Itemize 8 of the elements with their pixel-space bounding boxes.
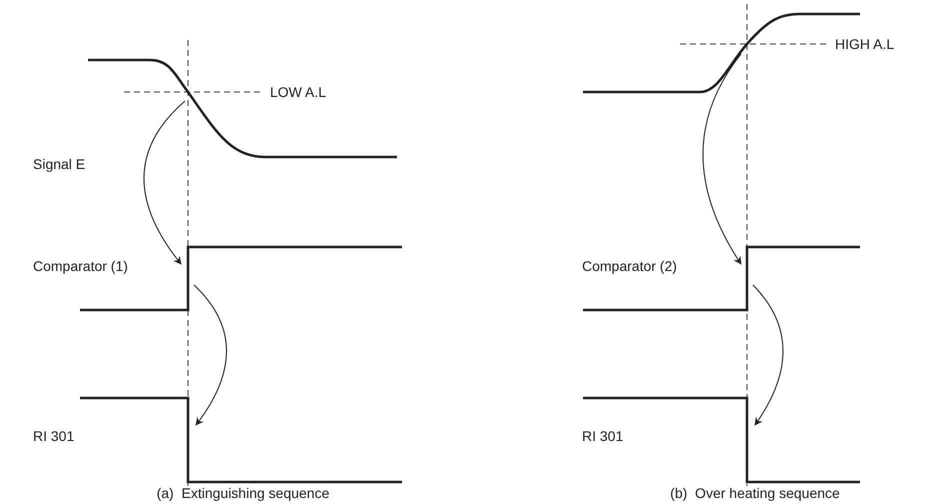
threshold-label: LOW A.L — [270, 83, 326, 101]
curved-arrow — [702, 54, 742, 265]
curved-arrow — [752, 284, 784, 426]
figure-caption: (a) Extinguishing sequence — [156, 484, 330, 502]
figure-caption: (b) Over heating sequence — [670, 484, 840, 502]
curved-arrow — [144, 100, 186, 265]
curved-arrow — [194, 284, 227, 426]
threshold-label: HIGH A.L — [835, 35, 894, 53]
